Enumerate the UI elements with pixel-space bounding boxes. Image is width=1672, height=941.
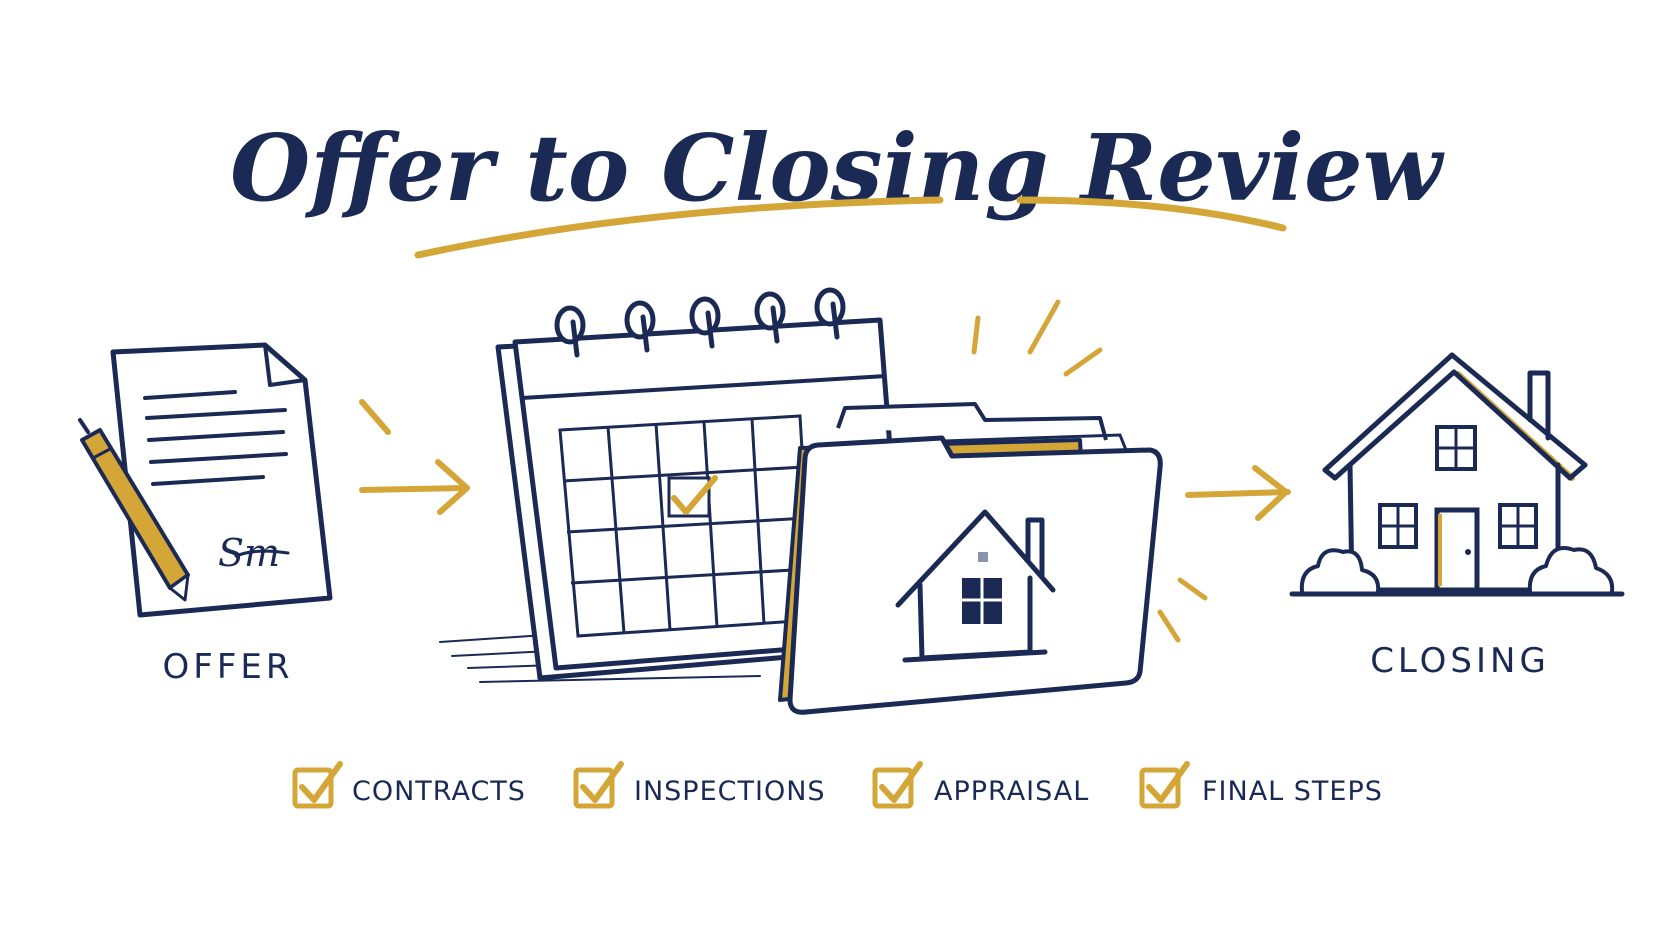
check-label-contracts: CONTRACTS <box>352 776 526 807</box>
check-label-appraisal: APPRAISAL <box>934 776 1089 807</box>
calendar-check-icon <box>671 475 718 515</box>
house-folder-icon <box>778 402 1163 715</box>
signed-document-icon: Sm <box>78 342 333 618</box>
sparkle-lines-icon <box>971 299 1208 643</box>
house-icon <box>1289 352 1625 597</box>
check-label-final-steps: FINAL STEPS <box>1202 776 1383 807</box>
checkmark-icon <box>299 761 343 803</box>
pen-icon <box>78 418 190 602</box>
check-label-inspections: INSPECTIONS <box>634 776 826 807</box>
title-underline <box>414 196 1287 259</box>
step-label-closing: CLOSING <box>1370 641 1550 681</box>
arrow-right-icon-2 <box>1185 465 1291 521</box>
check-item-inspections: INSPECTIONS <box>573 761 826 809</box>
step-label-offer: OFFER <box>163 647 294 687</box>
check-item-final-steps: FINAL STEPS <box>1139 761 1383 809</box>
check-item-contracts: CONTRACTS <box>292 761 526 809</box>
checkmark-icon <box>1146 761 1190 803</box>
arrow-right-icon <box>359 399 470 515</box>
check-item-appraisal: APPRAISAL <box>872 761 1089 809</box>
checkmark-icon <box>879 761 923 803</box>
checklist: CONTRACTS INSPECTIONS APPRAISAL FINAL ST… <box>292 761 1383 809</box>
checkmark-icon <box>580 761 624 803</box>
